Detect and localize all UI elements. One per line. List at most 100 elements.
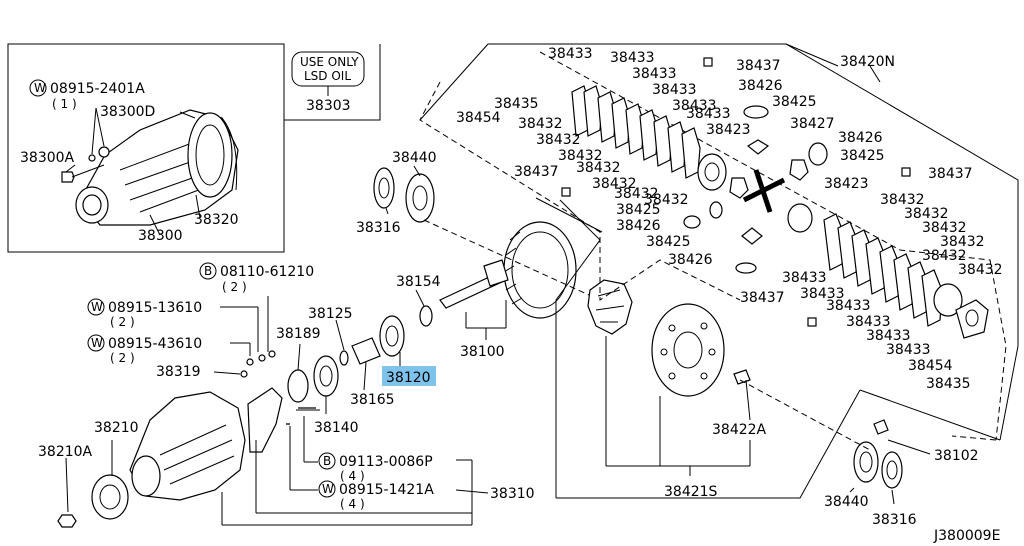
stack-right-b5[interactable]: 38433 [886,342,931,358]
clutch-pack-right[interactable] [787,203,989,339]
label-38154[interactable]: 38154 [396,274,441,290]
label-38421s[interactable]: 38421S [664,484,718,500]
diff-case-flange[interactable] [651,303,725,397]
stack-right-a0[interactable]: 38432 [880,192,925,208]
label-38425-bottom[interactable]: 38425 [646,234,691,250]
label-38427[interactable]: 38427 [790,116,835,132]
stack-right-a5[interactable]: 38432 [958,262,1003,278]
label-38420n[interactable]: 38420N [840,54,895,70]
clutch-pack-left[interactable] [571,85,727,191]
label-38423-b[interactable]: 38423 [824,176,869,192]
stack-right-b4[interactable]: 38433 [866,328,911,344]
stack-left-b6[interactable]: 38432 [614,186,659,202]
stack-right-a3[interactable]: 38432 [940,234,985,250]
label-38320[interactable]: 38320 [194,212,239,228]
spacer-38165[interactable] [351,337,381,365]
label-38426-mid[interactable]: 38426 [838,130,883,146]
washer-small[interactable] [246,358,254,366]
washer-38125[interactable] [339,350,349,366]
label-38120[interactable]: 38120 [386,370,431,386]
stack-left-b3[interactable]: 38433 [672,98,717,114]
stack-left-b0[interactable]: 38433 [610,50,655,66]
washer-08915[interactable] [88,154,96,162]
label-38319[interactable]: 38319 [156,364,201,380]
nut-small[interactable] [258,354,266,362]
stud-38300a[interactable] [61,171,75,183]
label-38437-top[interactable]: 38437 [736,58,781,74]
label-38425-top[interactable]: 38425 [772,94,817,110]
label-38300[interactable]: 38300 [138,228,183,244]
stack-right-b3[interactable]: 38433 [846,314,891,330]
stack-right-a1[interactable]: 38432 [904,206,949,222]
stack-right-b0[interactable]: 38433 [782,270,827,286]
label-38454-right[interactable]: 38454 [908,358,953,374]
bearing-38440-right[interactable] [853,441,879,483]
key-38437-left[interactable] [561,187,571,197]
stack-right-a4[interactable]: 38432 [922,248,967,264]
pinion-gears[interactable] [683,105,828,274]
diff-case-left[interactable] [587,279,633,335]
label-38303[interactable]: 38303 [306,98,351,114]
bolt-38422a[interactable] [733,369,751,385]
bearing-38120[interactable] [379,315,405,357]
flange-38210[interactable] [91,474,129,520]
label-38165[interactable]: 38165 [350,392,395,408]
ring-gear-38100[interactable] [439,221,577,319]
stack-right-b2[interactable]: 38433 [826,298,871,314]
label-38435-right[interactable]: 38435 [926,376,971,392]
key-38437-right[interactable] [901,167,911,177]
key-38437-bottom[interactable] [807,317,817,327]
label-38423-a[interactable]: 38423 [706,122,751,138]
stack-left-b1[interactable]: 38433 [632,66,677,82]
label-38440-right[interactable]: 38440 [824,494,869,510]
label-38210[interactable]: 38210 [94,420,139,436]
bearing-38140[interactable] [313,355,339,397]
fastener-09113-0086P[interactable]: 09113-0086P [339,454,433,470]
inset-bolt-ref[interactable]: 08915-2401A [50,81,145,97]
label-38140[interactable]: 38140 [314,420,359,436]
label-38435-left[interactable]: 38435 [494,96,539,112]
bearing-38316-left[interactable] [373,167,395,209]
label-38125[interactable]: 38125 [308,306,353,322]
label-38425-mid[interactable]: 38425 [840,148,885,164]
label-38210a[interactable]: 38210A [38,444,93,460]
label-38426-low[interactable]: 38426 [616,218,661,234]
label-38300d[interactable]: 38300D [100,104,155,120]
label-38440-left[interactable]: 38440 [392,150,437,166]
nut-38300d[interactable] [98,146,110,158]
key-38437-top[interactable] [703,57,713,67]
stack-left-b5[interactable]: 38432 [592,176,637,192]
label-38102[interactable]: 38102 [934,448,979,464]
label-38437-bottom[interactable]: 38437 [740,290,785,306]
fastener-08110-61210[interactable]: 08110-61210 [220,264,314,280]
fastener-08915-13610[interactable]: 08915-13610 [108,300,202,316]
stack-left-a1[interactable]: 38432 [536,132,581,148]
mount-bracket[interactable] [247,387,283,453]
bolt-38102[interactable] [873,419,889,435]
label-38189[interactable]: 38189 [276,326,321,342]
label-38437-left[interactable]: 38437 [514,164,559,180]
label-38100[interactable]: 38100 [460,344,505,360]
bearing-38316-right[interactable] [881,451,903,489]
nut-38210a[interactable] [57,514,77,528]
label-38316-right[interactable]: 38316 [872,512,917,528]
nut-small-2[interactable] [268,350,276,358]
label-38426-bottom[interactable]: 38426 [668,252,713,268]
label-38300a[interactable]: 38300A [20,150,75,166]
label-38316-left[interactable]: 38316 [356,220,401,236]
label-38422a[interactable]: 38422A [712,422,767,438]
label-38426-top[interactable]: 38426 [738,78,783,94]
stack-left-a0[interactable]: 38432 [518,116,563,132]
stack-left-a2[interactable]: 38432 [558,148,603,164]
label-38437-right[interactable]: 38437 [928,166,973,182]
bearing-38440-left[interactable] [405,173,435,223]
fastener-08915-43610[interactable]: 08915-43610 [108,336,202,352]
seal-38189[interactable] [287,369,309,403]
stack-right-b1[interactable]: 38433 [800,286,845,302]
fastener-08915-1421A[interactable]: 08915-1421A [339,482,434,498]
label-38454-left[interactable]: 38454 [456,110,501,126]
label-38310[interactable]: 38310 [490,486,535,502]
stack-left-top[interactable]: 38433 [548,46,593,62]
washer-38154[interactable] [419,305,433,327]
stack-left-b3b[interactable]: 38433 [686,106,731,122]
